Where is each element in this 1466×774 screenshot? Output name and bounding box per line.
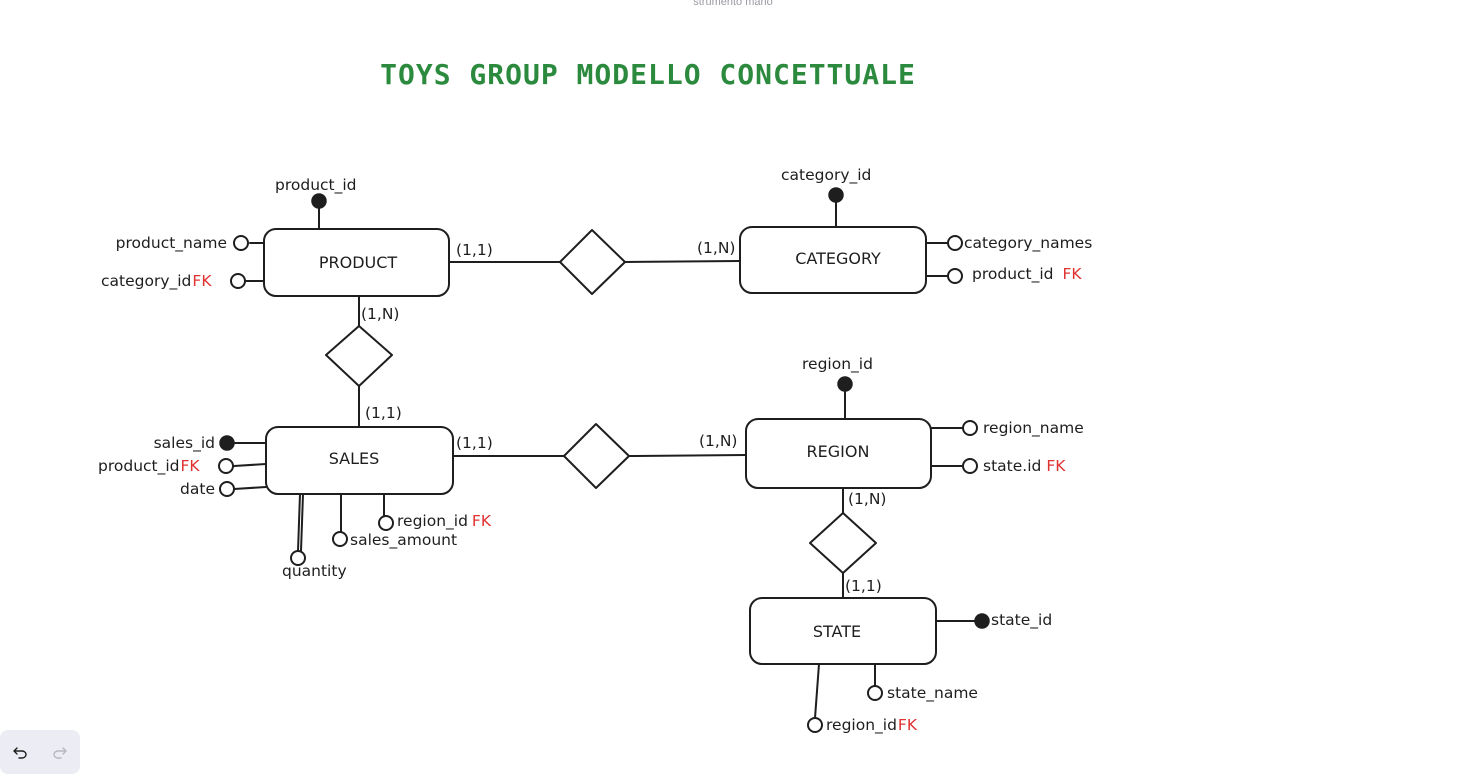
fk-marker: FK <box>1046 457 1066 475</box>
fk-marker: FK <box>192 272 212 290</box>
entity-state-label: STATE <box>813 622 861 641</box>
cardinality-sales-product: (1,1) <box>365 404 402 422</box>
cardinality-region-sales: (1,N) <box>699 432 737 450</box>
attribute-marker <box>947 235 963 251</box>
redo-icon <box>53 747 67 759</box>
attr-region-name: region_name <box>983 419 1084 438</box>
attribute-marker <box>807 717 823 733</box>
fk-marker: FK <box>472 512 492 530</box>
attr-sales-product-id: product_idFK <box>98 457 200 476</box>
attr-state-name: state_name <box>887 684 978 703</box>
tool-hint: strumento mano <box>693 0 773 8</box>
entity-region-label: REGION <box>807 442 870 461</box>
entity-region[interactable] <box>745 418 932 489</box>
attribute-marker <box>947 268 963 284</box>
attribute-marker <box>962 458 978 474</box>
attribute-marker <box>290 550 306 566</box>
undo-redo-toolbar <box>0 730 80 774</box>
cardinality-state-region: (1,1) <box>845 577 882 595</box>
attribute-marker <box>962 420 978 436</box>
primary-key-marker <box>974 613 990 629</box>
attr-product-id: product_id <box>275 176 357 195</box>
attr-product-category-id: category_idFK <box>101 272 212 291</box>
attribute-marker <box>219 481 235 497</box>
primary-key-marker <box>311 193 327 209</box>
relationship-sales-region[interactable] <box>563 423 630 489</box>
attribute-marker <box>218 458 234 474</box>
entity-category[interactable] <box>739 226 927 294</box>
entity-product-label: PRODUCT <box>319 253 398 272</box>
entity-state[interactable] <box>749 597 937 665</box>
attr-date: date <box>180 480 215 498</box>
cardinality-region-state: (1,N) <box>848 490 886 508</box>
attr-region-id: region_id <box>802 355 873 374</box>
attribute-marker <box>867 685 883 701</box>
attr-category-id: category_id <box>781 166 871 185</box>
entity-category-label: CATEGORY <box>795 249 881 268</box>
attribute-marker <box>230 273 246 289</box>
attr-state-id: state_id <box>991 611 1052 630</box>
diagram-title: TOYS GROUP MODELLO CONCETTUALE <box>380 58 916 91</box>
undo-button[interactable] <box>6 738 34 766</box>
attribute-marker <box>378 515 394 531</box>
attr-category-names: category_names <box>964 234 1092 253</box>
cardinality-sales-region: (1,1) <box>456 434 493 452</box>
entity-product[interactable] <box>263 228 450 297</box>
attr-state-region-id: region_idFK <box>826 716 918 735</box>
cardinality-product-category: (1,1) <box>456 241 493 259</box>
entity-sales[interactable] <box>265 426 454 495</box>
redo-button[interactable] <box>46 738 74 766</box>
attr-sales-id: sales_id <box>154 434 215 453</box>
undo-icon <box>13 747 27 759</box>
fk-marker: FK <box>181 457 201 475</box>
attribute-marker <box>233 235 249 251</box>
attribute-lines <box>233 194 976 719</box>
relationship-product-category[interactable] <box>559 229 626 295</box>
attr-quantity: quantity <box>282 562 347 580</box>
cardinality-product-sales: (1,N) <box>361 305 399 323</box>
relationship-lines <box>358 260 844 599</box>
cardinality-category-product: (1,N) <box>697 239 735 257</box>
primary-key-marker <box>828 187 844 203</box>
entity-sales-label: SALES <box>329 449 380 468</box>
relationship-region-state[interactable] <box>809 512 877 574</box>
attribute-marker <box>332 531 348 547</box>
relationship-product-sales[interactable] <box>325 325 393 387</box>
attr-product-name: product_name <box>116 234 227 253</box>
primary-key-marker <box>219 435 235 451</box>
primary-key-marker <box>837 376 853 392</box>
fk-marker: FK <box>898 716 918 734</box>
fk-marker: FK <box>1063 265 1083 283</box>
attr-sales-amount: sales_amount <box>350 531 457 550</box>
